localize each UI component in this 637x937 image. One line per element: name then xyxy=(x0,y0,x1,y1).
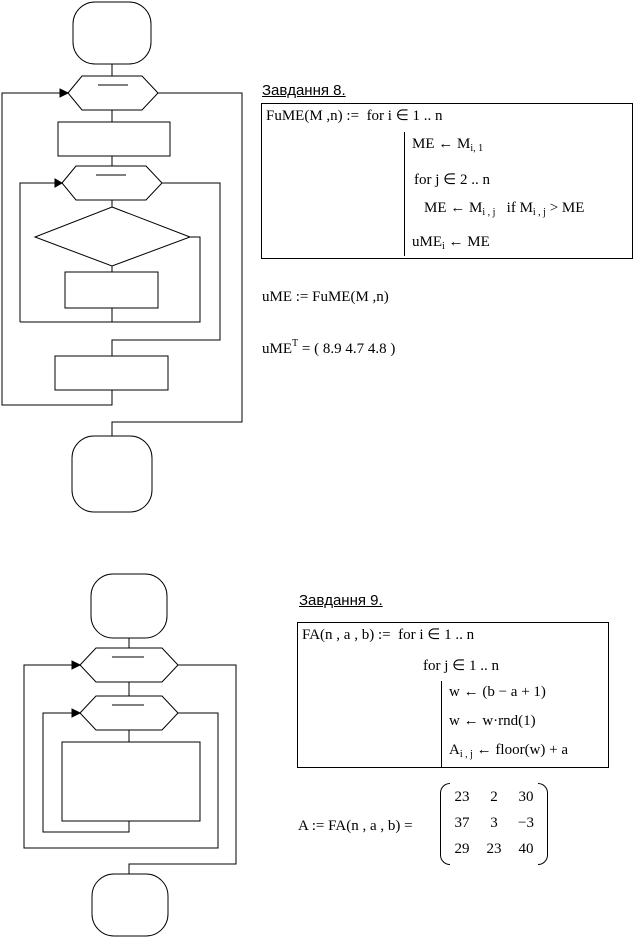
terminal-start-8 xyxy=(72,1,152,65)
task8-assign-line: uMEi ← ME xyxy=(412,234,490,252)
task8-fname: FuME xyxy=(266,108,305,124)
loop-j-hexagon-8 xyxy=(61,165,163,201)
process-store-8 xyxy=(54,355,169,391)
task8-for-j: for j ∈ 2 .. n xyxy=(414,172,490,188)
matrix-cell: 23 xyxy=(454,789,470,805)
flowchart-task8 xyxy=(1,1,243,513)
flowchart-task9 xyxy=(23,573,237,937)
matrix-cell: 30 xyxy=(518,789,534,805)
task8-function-def: FuME(M ,n) := for i ∈ 1 .. n xyxy=(266,108,443,124)
task9-function-def: FA(n , a , b) := for i ∈ 1 .. n xyxy=(302,627,475,643)
task9-matrix: 23 2 30 37 3 −3 29 23 40 xyxy=(440,783,548,865)
task9-program-box: FA(n , a , b) := for i ∈ 1 .. n for j ∈ … xyxy=(297,622,609,768)
matrix-cell: 37 xyxy=(454,815,470,831)
terminal-end-8 xyxy=(71,435,153,513)
task8-heading: Завдання 8. xyxy=(262,82,346,99)
matrix-cell: 23 xyxy=(486,841,502,857)
matrix-cell: 2 xyxy=(490,789,498,805)
loop-i-hexagon-8 xyxy=(67,75,159,111)
matrix-cell: −3 xyxy=(518,815,534,831)
task8-cond-line: ME ← Mi , j if Mi , j > ME xyxy=(424,200,585,218)
process-fill-9 xyxy=(61,741,201,822)
task9-for-j: for j ∈ 1 .. n xyxy=(423,658,499,674)
task9-call-line: A := FA(n , a , b) = xyxy=(298,818,413,834)
matrix-cell: 40 xyxy=(518,841,534,857)
loop-i-hexagon-9 xyxy=(79,647,179,683)
terminal-start-9 xyxy=(90,573,168,639)
decision-diamond-8 xyxy=(33,206,192,267)
task8-result-line: uMET = ( 8.9 4.7 4.8 ) xyxy=(262,338,396,357)
matrix-cell: 3 xyxy=(490,815,498,831)
task8-init-line: ME ← Mi, 1 xyxy=(412,136,484,154)
terminal-end-9 xyxy=(91,873,169,937)
task8-program-box: FuME(M ,n) := for i ∈ 1 .. n ME ← Mi, 1 … xyxy=(261,103,633,259)
task9-w1-line: w ← (b − a + 1) xyxy=(449,684,546,700)
task9-block-bar xyxy=(441,681,442,767)
loop-j-hexagon-9 xyxy=(79,695,179,731)
task9-heading: Завдання 9. xyxy=(299,592,383,609)
task9-a-line: Ai , j ← floor(w) + a xyxy=(449,742,569,760)
process-assign-max-8 xyxy=(64,271,159,309)
process-init-8 xyxy=(57,121,171,157)
task8-call-line: uME := FuME(M ,n) xyxy=(262,289,389,305)
task9-for-i: for i ∈ 1 .. n xyxy=(398,627,475,643)
task8-for-i: for i ∈ 1 .. n xyxy=(366,108,443,124)
task9-w2-line: w ← w·rnd(1) xyxy=(449,713,536,729)
matrix-cell: 29 xyxy=(454,841,470,857)
task8-fargs: (M ,n) xyxy=(304,108,343,124)
task8-block-bar xyxy=(404,132,405,256)
